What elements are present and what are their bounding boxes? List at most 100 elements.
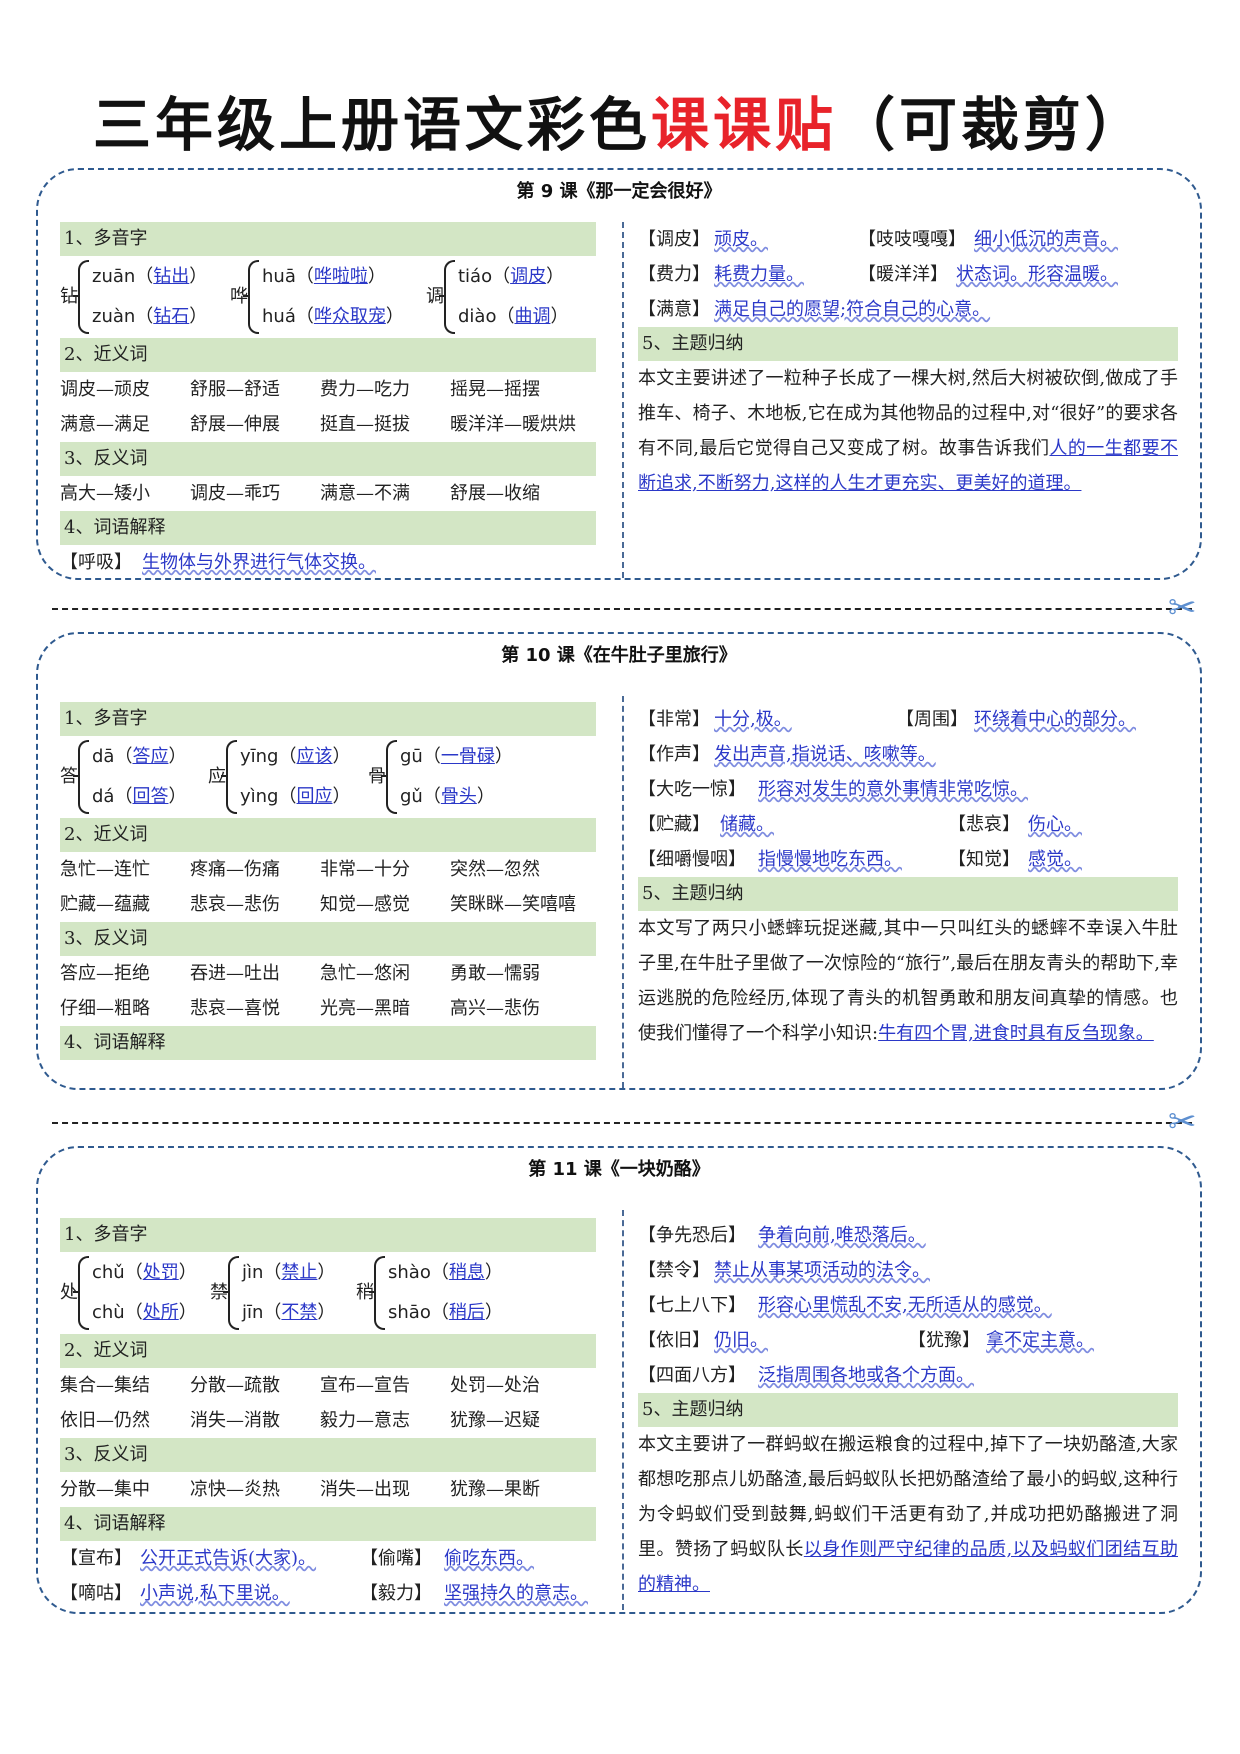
word-pair: 凉快—炎热	[190, 1479, 280, 1500]
pinyin: tiáo	[458, 266, 493, 287]
example-word: 应该	[296, 746, 333, 767]
term: 【大吃一惊】	[638, 779, 746, 800]
word-pair: 悲哀—喜悦	[190, 998, 280, 1019]
example-word: 禁止	[281, 1262, 318, 1283]
word-pair: 处罚—处治	[450, 1375, 540, 1396]
term: 【贮藏】	[638, 814, 710, 835]
polyphone-char: 禁	[210, 1282, 228, 1303]
polyphone-char: 钻	[60, 286, 78, 307]
term: 【四面八方】	[638, 1365, 746, 1386]
polyphone-char: 应	[208, 766, 226, 787]
brace-icon	[223, 1256, 239, 1330]
definition-row: 【嘀咕】小声说,私下里说。 【毅力】坚强持久的意志。	[60, 1576, 596, 1611]
word-pair: 挺直—挺拔	[320, 414, 410, 435]
definition-row: 【禁令】禁止从事某项活动的法令。	[638, 1253, 1178, 1288]
summary-text: 本文写了两只小蟋蟀玩捉迷藏,其中一只叫红头的蟋蟀不幸误入牛肚子里,在牛肚子里做了…	[638, 918, 1178, 1044]
word-pair: 满意—不满	[320, 483, 410, 504]
pinyin: yìng	[240, 786, 279, 807]
example-word: 处所	[142, 1302, 179, 1323]
example-word: 钻出	[153, 266, 190, 287]
antonym-row: 分散—集中凉快—炎热消失—出现犹豫—果断	[60, 1472, 596, 1507]
definition: 争着向前,唯恐落后。	[758, 1225, 926, 1246]
polyphone-char: 哗	[230, 286, 248, 307]
example-word: 钻石	[153, 306, 190, 327]
definition: 泛指周围各地或各个方面。	[758, 1365, 974, 1386]
section-header: 1、多音字	[60, 1218, 596, 1252]
definition-row: 【非常】十分,极。 【周围】环绕着中心的部分。	[638, 702, 1178, 737]
definition: 细小低沉的声音。	[974, 229, 1118, 250]
word-pair: 集合—集结	[60, 1375, 150, 1396]
brace-icon	[381, 740, 397, 814]
right-column: 【非常】十分,极。 【周围】环绕着中心的部分。 【作声】发出声音,指说话、咳嗽等…	[638, 702, 1178, 1051]
section-header: 4、词语解释	[60, 1507, 596, 1541]
word-pair: 急忙—连忙	[60, 859, 150, 880]
term: 【依旧】	[638, 1330, 710, 1351]
term: 【偷嘴】	[360, 1548, 432, 1569]
section-header: 3、反义词	[60, 442, 596, 476]
term: 【调皮】	[638, 229, 710, 250]
column-divider	[622, 696, 624, 1088]
scissors-icon: ✂	[1168, 1102, 1197, 1142]
word-pair: 分散—集中	[60, 1479, 150, 1500]
example-word: 稍后	[448, 1302, 485, 1323]
definition-row: 【四面八方】泛指周围各地或各个方面。	[638, 1358, 1178, 1393]
term: 【知觉】	[948, 849, 1020, 870]
section-header: 5、主题归纳	[638, 327, 1178, 361]
pinyin: gǔ	[400, 786, 423, 807]
definition-row: 【调皮】顽皮。 【吱吱嘎嘎】细小低沉的声音。	[638, 222, 1178, 257]
example-word: 调皮	[510, 266, 547, 287]
polyphone-char: 调	[426, 286, 444, 307]
section-header: 4、词语解释	[60, 511, 596, 545]
word-pair: 摇晃—摇摆	[450, 379, 540, 400]
example-word: 一骨碌	[440, 746, 495, 767]
term: 【七上八下】	[638, 1295, 746, 1316]
definition-row: 【呼吸】生物体与外界进行气体交换。	[60, 545, 596, 580]
word-pair: 分散—疏散	[190, 1375, 280, 1396]
section-header: 1、多音字	[60, 222, 596, 256]
cut-line	[52, 1122, 1192, 1124]
word-pair: 调皮—顽皮	[60, 379, 150, 400]
example-word: 答应	[132, 746, 169, 767]
word-pair: 舒展—收缩	[450, 483, 540, 504]
definition-row: 【争先恐后】争着向前,唯恐落后。	[638, 1218, 1178, 1253]
column-divider	[622, 1210, 624, 1610]
section-header: 2、近义词	[60, 818, 596, 852]
definition: 坚强持久的意志。	[444, 1583, 588, 1604]
pinyin: chǔ	[92, 1262, 125, 1283]
right-column: 【争先恐后】争着向前,唯恐落后。 【禁令】禁止从事某项活动的法令。 【七上八下】…	[638, 1218, 1178, 1602]
definition: 小声说,私下里说。	[140, 1583, 290, 1604]
word-pair: 光亮—黑暗	[320, 998, 410, 1019]
summary-text: 本文主要讲述了一粒种子长成了一棵大树,然后大树被砍倒,做成了手推车、椅子、木地板…	[638, 368, 1178, 459]
lesson-title: 第 10 课《在牛肚子里旅行》	[501, 645, 737, 666]
pinyin: huá	[262, 306, 296, 327]
left-column: 1、多音字 钻 zuān（钻出） zuàn（钻石） 哗 huā（哗啦啦） huá…	[60, 222, 596, 580]
theme-summary: 本文主要讲了一群蚂蚁在搬运粮食的过程中,掉下了一块奶酪渣,大家都想吃那点儿奶酪渣…	[638, 1427, 1178, 1602]
term: 【悲哀】	[948, 814, 1020, 835]
column-divider	[622, 222, 624, 578]
pinyin: zuàn	[92, 306, 136, 327]
word-pair: 高兴—悲伤	[450, 998, 540, 1019]
term: 【细嚼慢咽】	[638, 849, 746, 870]
definition: 感觉。	[1028, 849, 1082, 870]
definition-row: 【大吃一惊】形容对发生的意外事情非常吃惊。	[638, 772, 1178, 807]
theme-summary: 本文写了两只小蟋蟀玩捉迷藏,其中一只叫红头的蟋蟀不幸误入牛肚子里,在牛肚子里做了…	[638, 911, 1178, 1051]
word-pair: 舒展—伸展	[190, 414, 280, 435]
definition: 拿不定主意。	[986, 1330, 1094, 1351]
synonym-row: 集合—集结分散—疏散宣布—宣告处罚—处治	[60, 1368, 596, 1403]
term: 【暖洋洋】	[858, 264, 948, 285]
polyphone-char: 答	[60, 766, 78, 787]
pinyin: dá	[92, 786, 115, 807]
word-pair: 满意—满足	[60, 414, 150, 435]
word-pair: 突然—忽然	[450, 859, 540, 880]
example-word: 稍息	[448, 1262, 485, 1283]
brace-icon	[73, 1256, 89, 1330]
pinyin: yīng	[240, 746, 279, 767]
word-pair: 知觉—感觉	[320, 894, 410, 915]
pinyin: shào	[388, 1262, 431, 1283]
definition: 生物体与外界进行气体交换。	[142, 552, 376, 573]
page-title: 三年级上册语文彩色课课贴（可裁剪）	[0, 78, 1240, 162]
example-word: 骨头	[440, 786, 477, 807]
title-suffix: （可裁剪）	[837, 91, 1148, 159]
word-pair: 贮藏—蕴藏	[60, 894, 150, 915]
example-word: 哗啦啦	[313, 266, 368, 287]
